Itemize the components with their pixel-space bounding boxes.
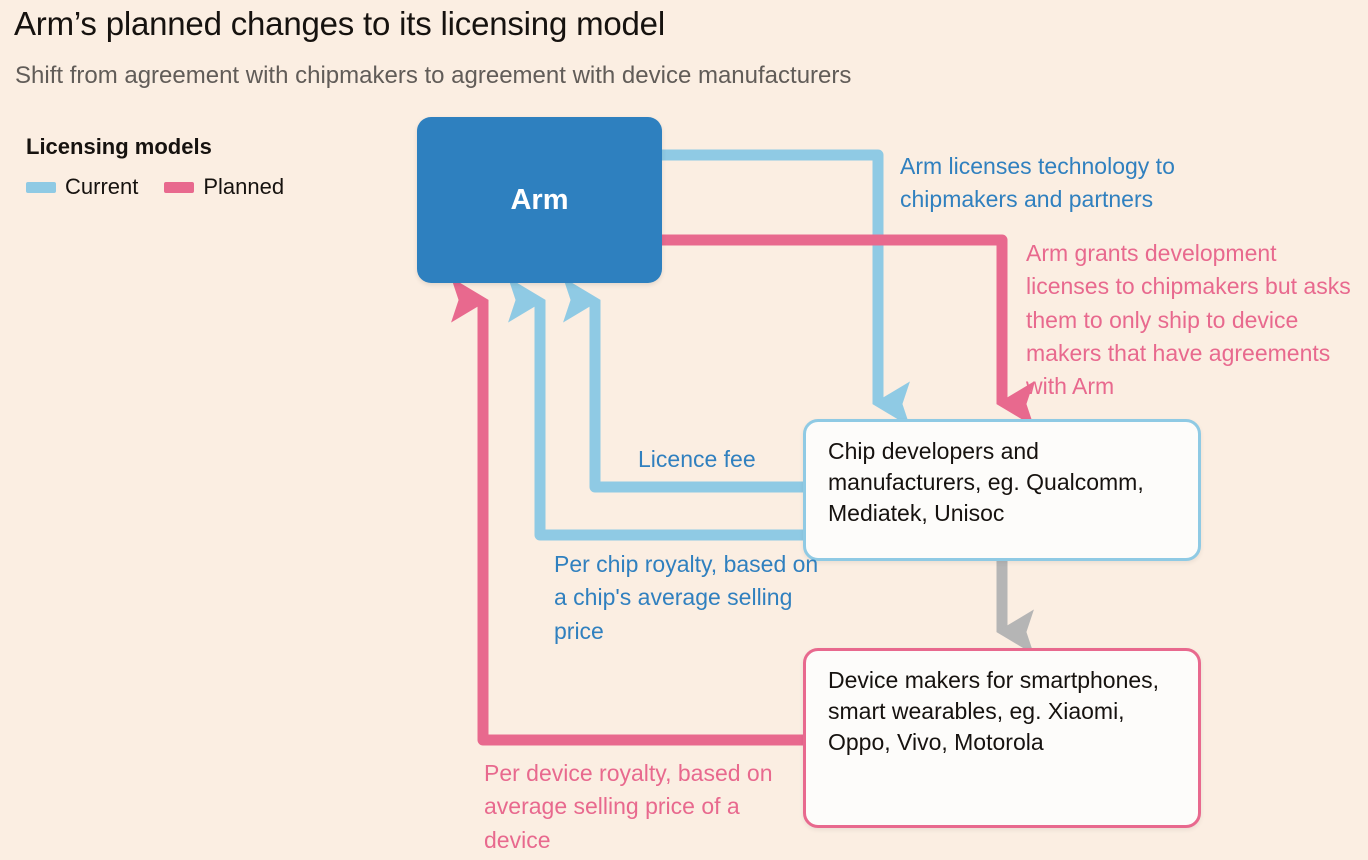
annotation-per-device-royalty: Per device royalty, based on average sel… [484, 760, 773, 853]
flow-arm-to-chip-planned [662, 234, 1034, 427]
node-device-makers-label: Device makers for smartphones, smart wea… [828, 667, 1160, 756]
legend-label-planned: Planned [203, 174, 285, 199]
flow-device-to-arm-per-device-royalty [451, 277, 803, 746]
flow-arm-to-chip-current [662, 149, 910, 427]
node-chip-developers[interactable]: Chip developers and manufacturers, eg. Q… [803, 419, 1201, 561]
page-subtitle: Shift from agreement with chipmakers to … [15, 62, 852, 89]
annotation-licence-fee: Licence fee [638, 446, 756, 472]
node-arm[interactable]: Arm [417, 117, 662, 283]
annotation-per-chip-royalty: Per chip royalty, based on a chip's aver… [554, 551, 819, 644]
legend-swatch-current [26, 181, 56, 193]
annotation-arm-grants-development-licenses: Arm grants development licenses to chipm… [1026, 240, 1351, 400]
legend: Current Planned [26, 174, 300, 200]
flow-chip-to-arm-per-chip-royalty [508, 277, 803, 541]
legend-item-planned: Planned [164, 174, 284, 200]
node-chip-developers-label: Chip developers and manufacturers, eg. Q… [828, 438, 1144, 527]
annotation-arm-licenses-technology: Arm licenses technology to chipmakers an… [900, 153, 1175, 213]
node-arm-label: Arm [510, 183, 569, 216]
legend-label-current: Current [65, 174, 139, 199]
node-device-makers[interactable]: Device makers for smartphones, smart wea… [803, 648, 1201, 828]
legend-title: Licensing models [26, 134, 212, 159]
page-title: Arm’s planned changes to its licensing m… [14, 5, 665, 42]
legend-swatch-planned [164, 181, 195, 193]
legend-item-current: Current [26, 174, 138, 200]
